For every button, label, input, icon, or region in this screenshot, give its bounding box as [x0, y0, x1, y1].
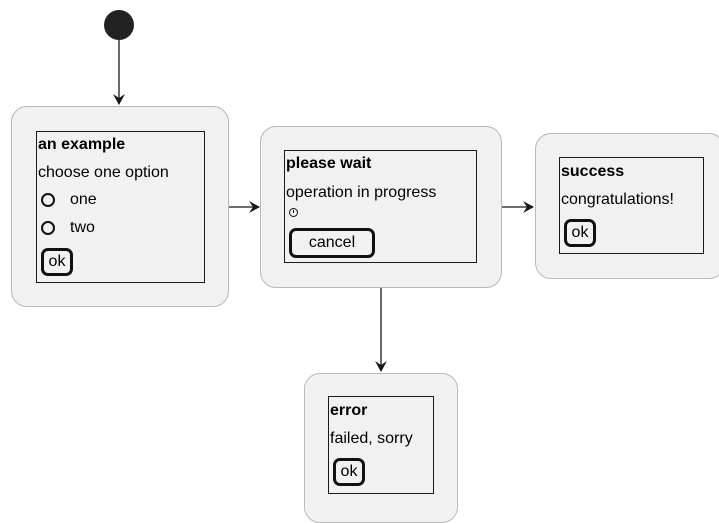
radio-one[interactable] — [41, 193, 55, 207]
window-title: an example — [38, 136, 126, 153]
ok-button[interactable]: ok — [333, 458, 365, 486]
ok-button[interactable]: ok — [41, 248, 73, 276]
window-subtitle: choose one option — [38, 164, 169, 181]
window-subtitle: operation in progress — [286, 184, 437, 201]
radio-two[interactable] — [41, 221, 55, 235]
window-title: error — [330, 402, 368, 419]
start-node — [104, 10, 134, 40]
window-subtitle: congratulations! — [561, 191, 674, 208]
salt-window-success: success congratulations! ok — [559, 157, 704, 254]
salt-window-error: error failed, sorry ok — [328, 396, 434, 494]
salt-window-an-example: an example choose one option one two ok — [36, 131, 205, 283]
ok-button[interactable]: ok — [564, 219, 596, 247]
radio-label-one: one — [70, 191, 97, 208]
salt-window-please-wait: please wait operation in progress cancel — [284, 150, 477, 263]
window-title: success — [561, 163, 625, 180]
window-subtitle: failed, sorry — [330, 430, 413, 447]
state-error: error failed, sorry ok — [304, 373, 458, 523]
state-please-wait: please wait operation in progress cancel — [260, 126, 502, 288]
state-success: success congratulations! ok — [535, 133, 719, 279]
progress-spinner-icon — [289, 208, 298, 217]
cancel-button[interactable]: cancel — [289, 228, 375, 258]
radio-label-two: two — [70, 219, 95, 236]
window-title: please wait — [286, 155, 372, 172]
state-an-example: an example choose one option one two ok — [11, 106, 229, 307]
